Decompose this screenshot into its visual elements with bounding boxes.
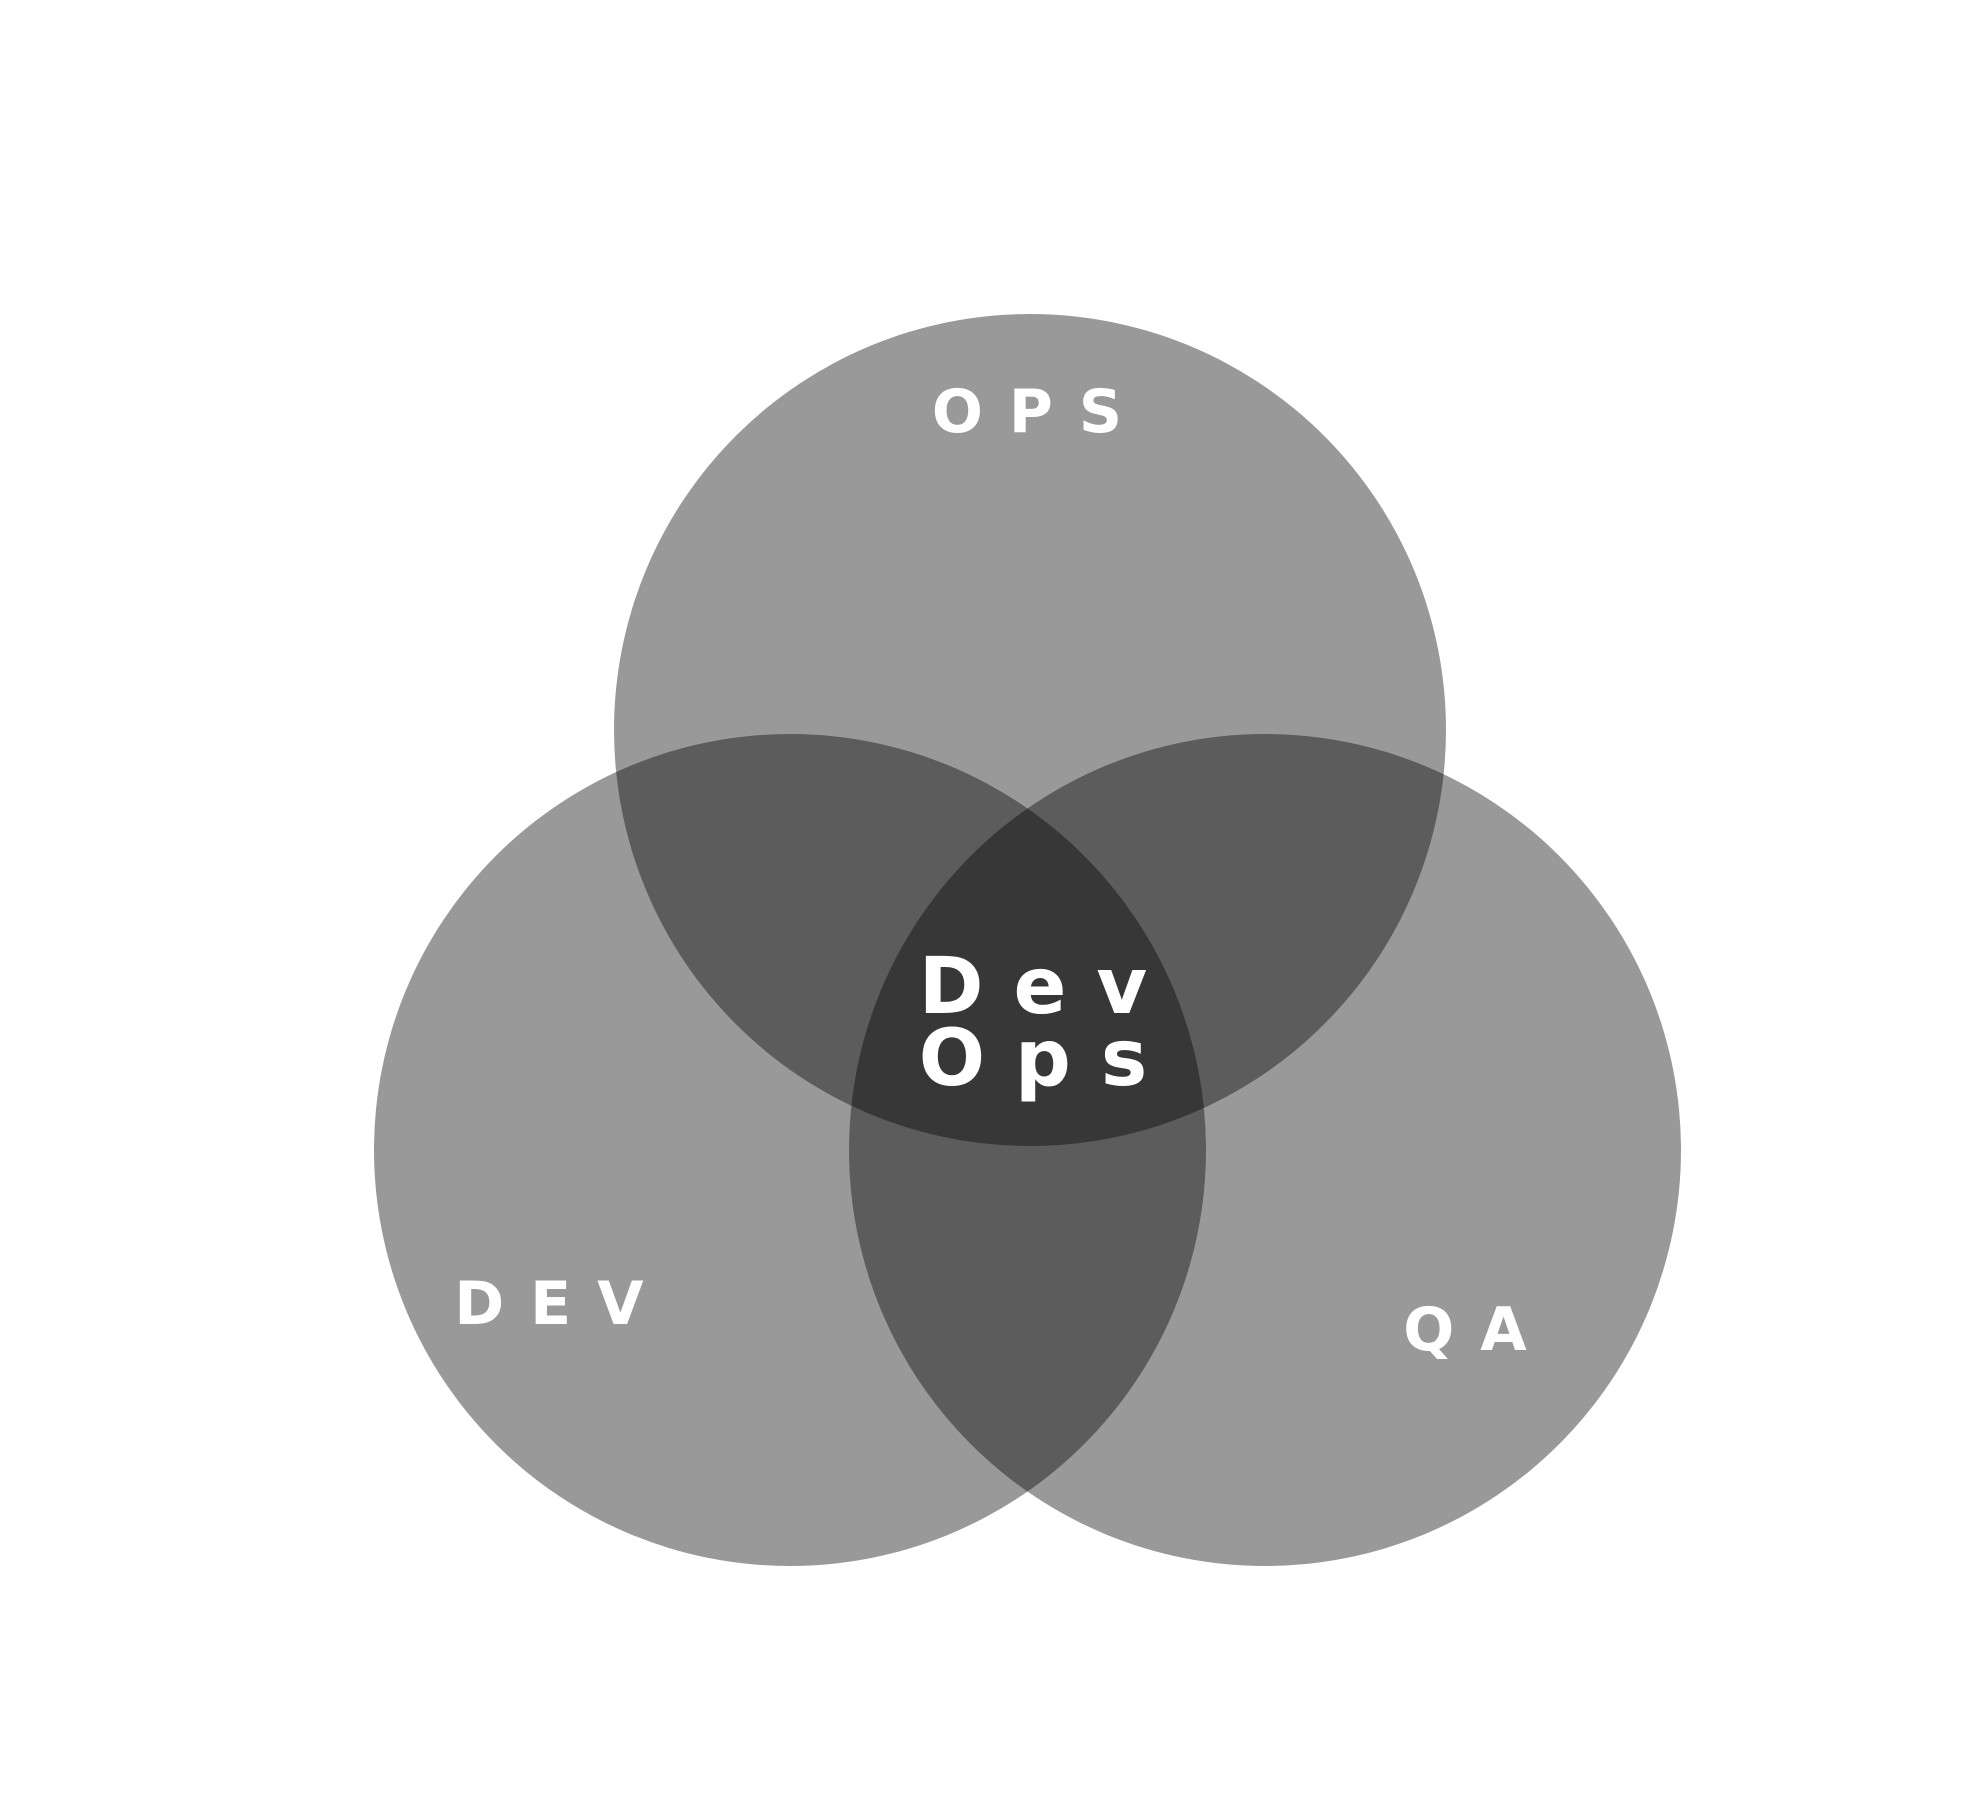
ops-label: OPS: [932, 377, 1148, 447]
center-label-line1: Dev: [919, 942, 1178, 1032]
dev-label: DEV: [454, 1269, 669, 1339]
qa-label: QA: [1403, 1295, 1552, 1365]
qa-circle: [849, 734, 1681, 1566]
center-label-line2: Ops: [919, 1014, 1178, 1104]
dev-circle: [374, 734, 1206, 1566]
ops-circle: [614, 314, 1446, 1146]
